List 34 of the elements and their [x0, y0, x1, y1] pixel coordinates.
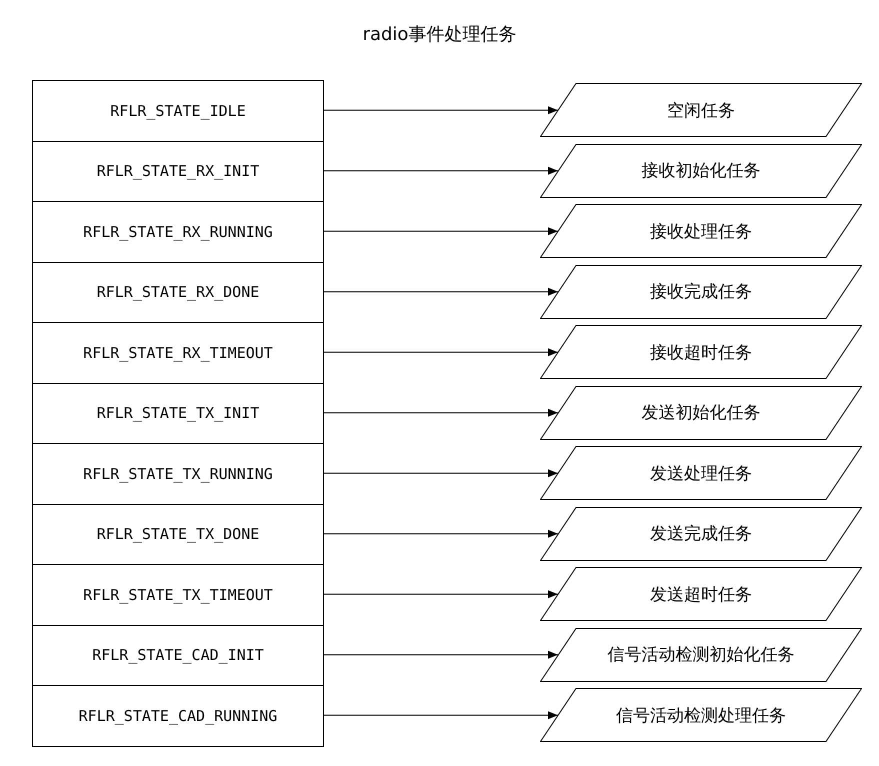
arrow — [324, 530, 558, 538]
state-box: RFLR_STATE_CAD_RUNNING — [32, 685, 324, 746]
task-parallelogram: 发送超时任务 — [540, 567, 862, 622]
arrow — [324, 106, 558, 114]
state-box: RFLR_STATE_IDLE — [32, 80, 324, 142]
task-parallelogram: 接收初始化任务 — [540, 144, 862, 198]
task-parallelogram: 发送完成任务 — [540, 506, 862, 561]
arrow — [324, 288, 558, 296]
state-box: RFLR_STATE_TX_TIMEOUT — [32, 564, 324, 626]
state-box: RFLR_STATE_RX_INIT — [32, 140, 324, 202]
task-parallelogram: 信号活动检测处理任务 — [540, 688, 862, 742]
state-box: RFLR_STATE_CAD_INIT — [32, 624, 324, 686]
state-box: RFLR_STATE_RX_TIMEOUT — [32, 322, 324, 384]
state-box: RFLR_STATE_RX_DONE — [32, 262, 324, 323]
arrow — [324, 348, 558, 356]
task-parallelogram: 接收处理任务 — [540, 204, 862, 258]
arrow — [324, 166, 558, 175]
task-parallelogram: 信号活动检测初始化任务 — [540, 628, 862, 682]
arrow — [324, 469, 558, 478]
task-parallelogram: 发送初始化任务 — [540, 386, 862, 440]
task-parallelogram: 接收完成任务 — [540, 264, 862, 319]
task-parallelogram: 空闲任务 — [540, 83, 862, 138]
task-parallelogram: 接收超时任务 — [540, 325, 862, 380]
arrow — [324, 650, 558, 659]
state-box: RFLR_STATE_TX_RUNNING — [32, 443, 324, 504]
state-box: RFLR_STATE_TX_DONE — [32, 504, 324, 565]
arrow — [324, 227, 558, 236]
task-parallelogram: 发送处理任务 — [540, 446, 862, 500]
diagram-title: radio事件处理任务 — [362, 23, 516, 46]
state-box: RFLR_STATE_RX_RUNNING — [32, 201, 324, 262]
arrow — [324, 711, 558, 720]
arrow — [324, 408, 558, 417]
arrow — [324, 590, 558, 598]
state-box: RFLR_STATE_TX_INIT — [32, 382, 324, 444]
